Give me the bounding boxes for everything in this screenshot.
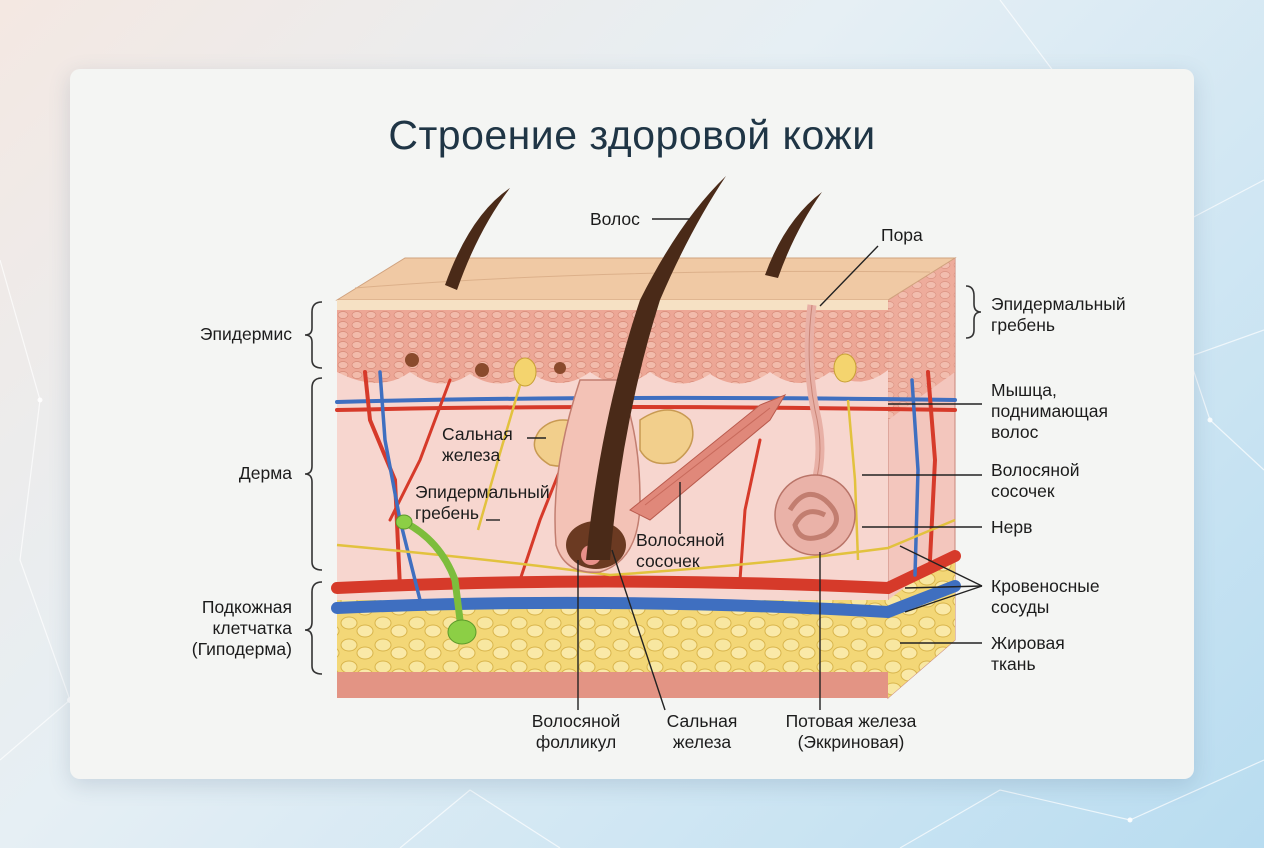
hypodermis-layer (337, 600, 888, 698)
nerves (336, 384, 956, 577)
label-epidermal-ridge-inner: Эпидермальный гребень (415, 482, 550, 523)
block-side-face (887, 257, 956, 700)
sweat-gland (774, 304, 856, 556)
label-papilla-inner: Волосяной сосочек (636, 530, 725, 571)
label-sebaceous-inner: Сальная железа (442, 424, 513, 465)
label-papilla-right: Волосяной сосочек (991, 460, 1080, 501)
label-pore: Пора (881, 225, 923, 245)
label-dermis: Дерма (238, 463, 292, 483)
epidermis-layer (337, 300, 888, 384)
leader-lines (486, 218, 983, 711)
label-blood-vessels: Кровеносные сосуды (991, 576, 1100, 617)
label-hair-follicle: Волосяной фолликул (531, 711, 621, 752)
skin-surface (335, 257, 957, 310)
label-sweat-gland: Потовая железа (Эккриновая) (785, 711, 917, 752)
hair-shafts (445, 176, 822, 560)
melanocytes (405, 353, 566, 377)
label-arrector-muscle: Мышца, поднимающая волос (991, 380, 1108, 442)
sensory-receptors (513, 353, 857, 387)
arrector-pili-muscle (629, 393, 787, 521)
label-epidermal-ridge-right: Эпидермальный гребень (991, 294, 1126, 335)
label-hair: Волос (590, 209, 640, 229)
label-fat-tissue: Жировая ткань (991, 633, 1065, 674)
right-bracket (965, 285, 982, 339)
label-hypodermis: Подкожная клетчатка (Гиподерма) (191, 597, 292, 659)
page-title: Строение здоровой кожи (388, 112, 876, 158)
left-brackets (304, 301, 323, 675)
label-nerve: Нерв (991, 517, 1033, 537)
nerve-ending (395, 514, 477, 645)
label-sebaceous-bottom: Сальная железа (666, 711, 738, 752)
label-epidermis: Эпидермис (199, 324, 292, 344)
